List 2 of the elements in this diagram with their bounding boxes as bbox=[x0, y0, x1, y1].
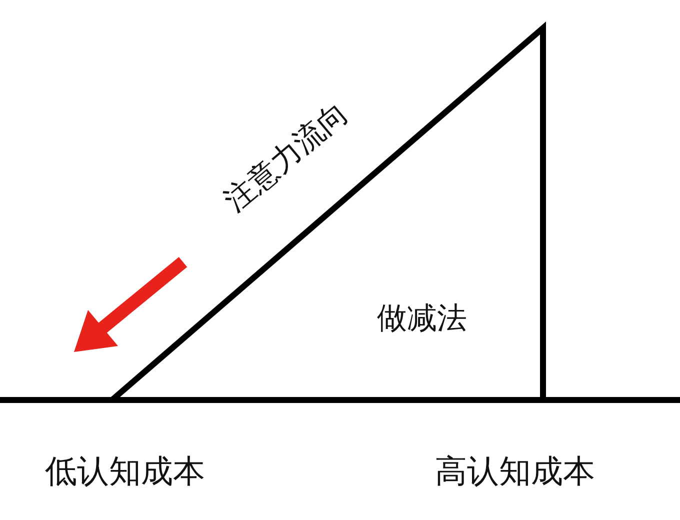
axis-end-label: 低认知成本 bbox=[45, 451, 205, 492]
axis-end-label: 高认知成本 bbox=[435, 451, 595, 492]
